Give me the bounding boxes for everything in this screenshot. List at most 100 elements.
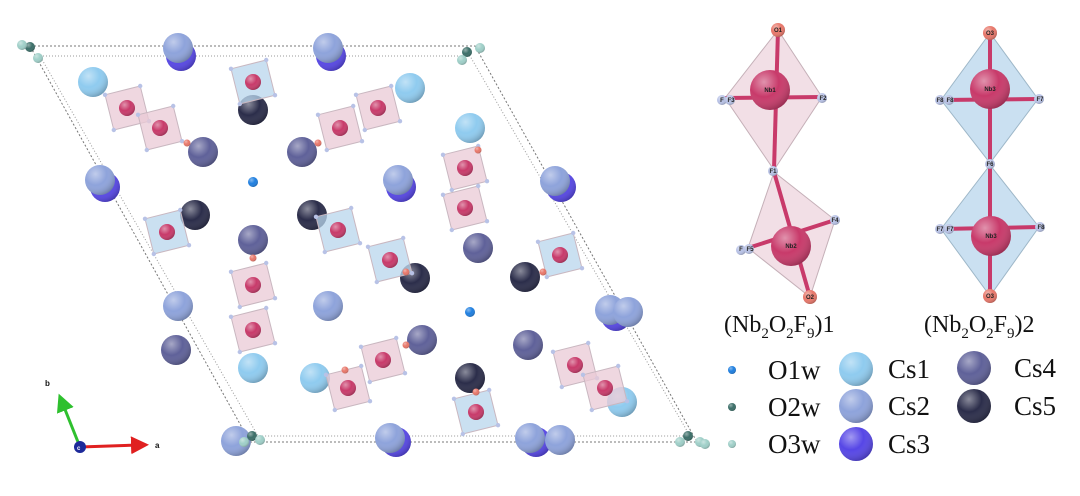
o3w-atom-shade [255,435,265,445]
nb3-top-atom-shade [970,69,1010,109]
label-f6: F6 [986,162,994,168]
cs1-atom-shade [78,67,108,97]
o3w-atom-shade [675,437,685,447]
label-f1: F1 [769,169,777,175]
o2w-atom-shade [462,47,472,57]
f-atom [272,93,278,98]
f-atom [359,363,364,369]
o-atom-shade [472,388,480,396]
cs2-atom-shade [221,426,251,456]
o2w-atom-shade [25,42,35,52]
cs2-atom-shade [540,166,570,196]
o3w-atom-shade [475,43,485,53]
cs1-atom-shade [300,363,330,393]
cluster1-title: (Nb2O2F9)1 [724,312,835,342]
cs4-atom-shade [238,225,268,255]
f-atom [102,92,108,98]
f-atom [550,349,556,354]
atom-shade [944,95,954,105]
label-f7a: F7 [936,227,944,233]
f-atom [237,304,242,310]
label-f8a: F8 [936,98,944,104]
f-atom [144,147,149,153]
atom-F1-shade [768,166,778,176]
f-atom [535,239,541,244]
f-atom [484,179,490,184]
f-atom [171,103,176,109]
label-nb2: Nb2 [785,244,797,250]
legend-item-o3w: O3w [728,429,821,459]
legend-item-cs2: Cs2 [839,389,930,423]
f-atom [589,407,594,413]
nb-octahedron-blue [535,230,585,280]
cs2-atom-shade [545,425,575,455]
f-atom [151,251,156,257]
o-atom-shade [341,366,349,374]
f-atom [397,119,403,124]
legend-label: Cs2 [888,391,930,421]
f-atom [272,341,278,346]
o-atom-shade [474,146,482,154]
nb-octahedron-pink [228,260,278,310]
label-o1: O1 [774,28,783,34]
f-atom [237,349,242,355]
label-f8c: F8 [1037,225,1045,231]
legend-item-cs1: Cs1 [839,352,930,386]
cs2-atom-shade [515,423,545,453]
cs2-atom-shade [313,33,343,63]
atoms-layer [17,33,705,457]
f-atom [559,384,564,390]
f-atom [142,216,148,221]
f-atom [624,399,630,404]
o3w-atom-shade [239,437,249,447]
f-atom [374,279,379,285]
f-atom [460,431,465,437]
f-atom [401,235,406,241]
f-atom [365,244,371,249]
f-atom [394,335,399,341]
f-atom [186,243,192,248]
nb-atom-shade [332,120,348,136]
nb3-bottom-atom-shade [971,216,1011,256]
atom-F3b-shade [717,95,727,105]
label-f4: F4 [831,218,839,224]
f-atom [228,66,234,72]
cs5-legend-swatch-shade [957,389,991,423]
f-atom [178,207,183,213]
f-atom [264,57,269,63]
cluster2-title: (Nb2O2F9)2 [924,312,1035,342]
f-atom [586,340,591,346]
atom-shade [983,26,997,40]
nb-atom-shade [597,380,613,396]
nb-atom-shade [468,404,484,420]
a-axis-arrow [79,436,149,455]
cs2-atom-shade [85,165,115,195]
nb-atom-shade [330,222,346,238]
f-atom [449,227,454,233]
o3w-atom-shade [17,40,27,50]
label-o2: O2 [806,295,815,301]
f-atom [237,101,242,107]
f-atom [484,219,490,224]
cs1-atom-shade [455,113,485,143]
o2w-legend-swatch-shade [728,403,736,411]
f-atom [476,183,481,189]
f-atom [264,260,269,266]
cs4-legend-swatch-shade [957,351,991,385]
cs4-atom-shade [287,137,317,167]
label-nb3-top: Nb3 [984,87,996,93]
cs2-atom-shade [163,291,193,321]
f-atom [358,344,364,349]
f-atom [367,399,373,404]
nb-octahedron-blue [451,387,501,437]
o-atom-shade [539,268,547,276]
cs2-atom-shade [375,423,405,453]
f-atom [138,83,143,89]
f-atom [313,214,319,219]
legend-item-cs3: Cs3 [839,427,930,461]
legend-label: Cs3 [888,429,930,459]
cs4-atom-shade [161,335,191,365]
